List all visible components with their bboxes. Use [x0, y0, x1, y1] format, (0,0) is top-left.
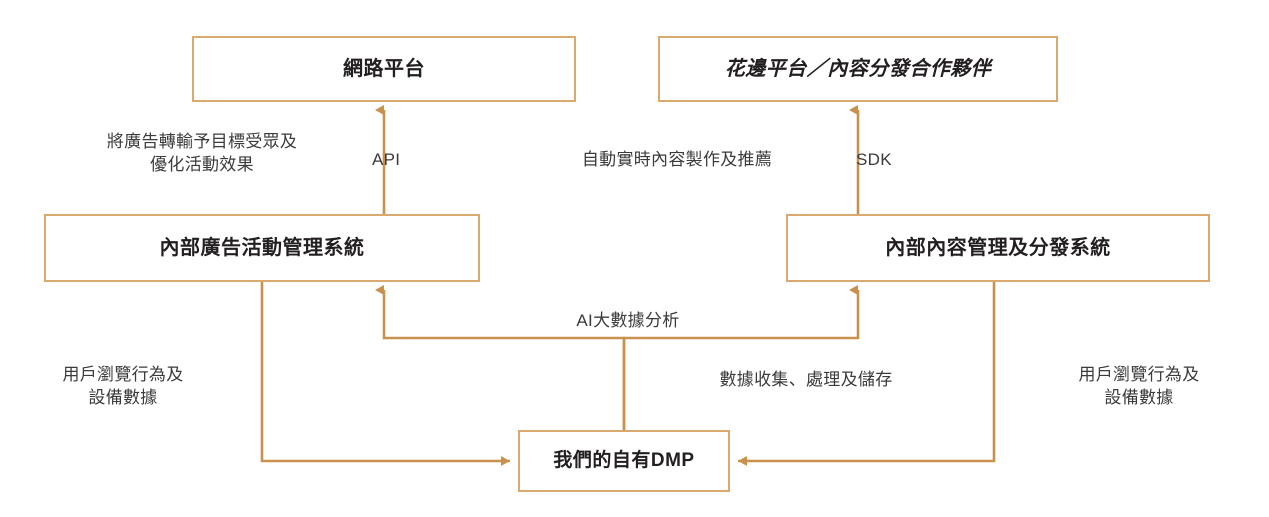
edge-label-data-pipeline: 數據收集、處理及儲存 — [719, 370, 893, 389]
node-lace-platform[interactable]: 花邊平台／內容分發合作夥伴 — [658, 36, 1058, 102]
node-ad-campaign-system-label: 內部廣告活動管理系統 — [159, 236, 365, 259]
node-dmp[interactable]: 我們的自有DMP — [518, 430, 730, 492]
edge-label-api: API — [372, 150, 401, 169]
edge-label-user-behaviour-right: 用戶瀏覽行為及 設備數據 — [1078, 365, 1200, 408]
edge-label-ai-analytics: AI大數據分析 — [576, 311, 680, 330]
edge-label-sdk: SDK — [856, 150, 892, 169]
node-web-platform[interactable]: 網路平台 — [192, 36, 576, 102]
connector-dmp-to-contentsystem — [622, 285, 860, 430]
edge-label-content-automation: 自動實時內容製作及推薦 — [581, 150, 773, 169]
node-ad-campaign-system[interactable]: 內部廣告活動管理系統 — [44, 214, 480, 282]
node-content-system[interactable]: 內部內容管理及分發系統 — [786, 214, 1210, 282]
node-content-system-label: 內部內容管理及分發系統 — [885, 236, 1111, 259]
edge-label-ad-delivery: 將廣告轉輸予目標受眾及 優化活動效果 — [106, 132, 298, 175]
edge-label-user-behaviour-left: 用戶瀏覽行為及 設備數據 — [62, 365, 184, 408]
connector-adcampaign-to-dmp — [260, 282, 510, 466]
node-lace-platform-label: 花邊平台／內容分發合作夥伴 — [724, 57, 992, 80]
node-web-platform-label: 網路平台 — [343, 57, 425, 80]
connector-contentsystem-to-dmp — [738, 282, 996, 466]
node-dmp-label: 我們的自有DMP — [553, 450, 695, 472]
